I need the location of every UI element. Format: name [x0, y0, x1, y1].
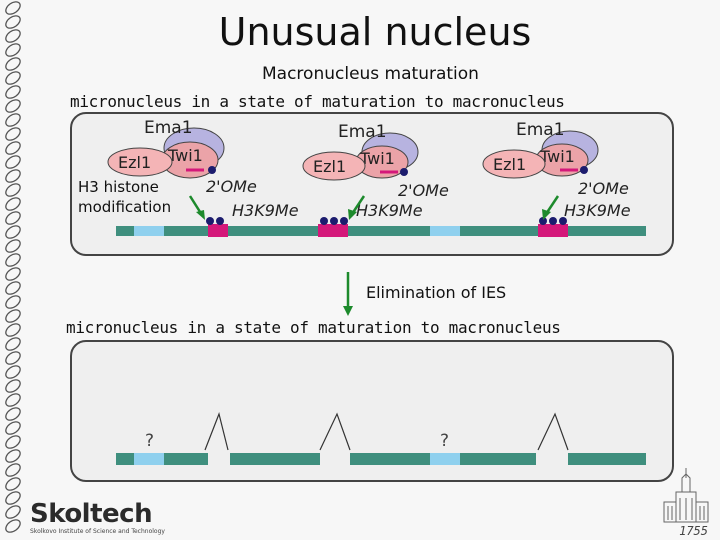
logo-name: Skoltech [30, 499, 153, 529]
logo-tagline: Skolkovo Institute of Science and Techno… [30, 528, 165, 535]
ies-segment [134, 226, 164, 236]
top-panel-caption: micronucleus in a state of maturation to… [70, 92, 565, 111]
question-mark: ? [440, 431, 449, 451]
methyl-dot [539, 217, 547, 225]
ema1-label: Ema1 [338, 122, 387, 142]
target-segment [538, 224, 568, 237]
ema1-label: Ema1 [516, 120, 565, 140]
h3k9me-label: H3K9Me [564, 201, 631, 220]
twi1-label: Twi1 [167, 146, 203, 165]
ome-label: 2'OMe [578, 179, 629, 198]
dna-fragment [568, 453, 646, 465]
skoltech-logo: Skoltech Skolkovo Institute of Science a… [30, 500, 165, 535]
histone-label-line1: H3 histone [78, 178, 159, 196]
ema1-label: Ema1 [144, 118, 193, 138]
twi1-label: Twi1 [539, 147, 575, 166]
chain-border-decoration [5, 1, 21, 533]
protein-complex: Ema1 Twi1 Ezl1 2'OMe H3K9Me [482, 120, 631, 225]
page-number: 1755 [679, 524, 708, 538]
ezl1-protein [107, 147, 173, 177]
methyl-dot [206, 217, 214, 225]
h3k9me-label: H3K9Me [232, 201, 299, 220]
ezl1-protein [482, 149, 546, 179]
ome-label: 2'OMe [206, 177, 257, 196]
elimination-label: Elimination of IES [366, 283, 506, 302]
h3k9me-label: H3K9Me [356, 201, 423, 220]
twi1-label: Twi1 [359, 149, 395, 168]
excision-loops [204, 412, 569, 451]
ies-segment [134, 453, 164, 465]
methyl-dot [330, 217, 338, 225]
ezl1-label: Ezl1 [118, 153, 151, 172]
ies-segment [430, 226, 460, 236]
histone-label-line2: modification [78, 198, 171, 216]
target-segment [318, 224, 348, 237]
target-segment [208, 224, 228, 237]
slide-subtitle: Macronucleus maturation [262, 64, 479, 84]
university-building-icon [663, 468, 709, 523]
methyl-dot [549, 217, 557, 225]
protein-complex: Ema1 Twi1 Ezl1 2'OMe H3K9Me [302, 122, 449, 225]
methyl-dot [559, 217, 567, 225]
slide-title: Unusual nucleus [218, 10, 532, 54]
bottom-panel-caption: micronucleus in a state of maturation to… [66, 318, 561, 337]
question-mark: ? [145, 431, 154, 451]
methyl-dot [216, 217, 224, 225]
methyl-dot [320, 217, 328, 225]
ezl1-protein [302, 151, 366, 181]
protein-complex: Ema1 Twi1 Ezl1 2'OMe H3K9Me [107, 118, 299, 225]
dna-fragment [230, 453, 320, 465]
dna-strand-top [116, 226, 646, 236]
ezl1-label: Ezl1 [313, 157, 346, 176]
methyl-dot [340, 217, 348, 225]
ies-segment [430, 453, 460, 465]
ezl1-label: Ezl1 [493, 155, 526, 174]
ome-label: 2'OMe [398, 181, 449, 200]
